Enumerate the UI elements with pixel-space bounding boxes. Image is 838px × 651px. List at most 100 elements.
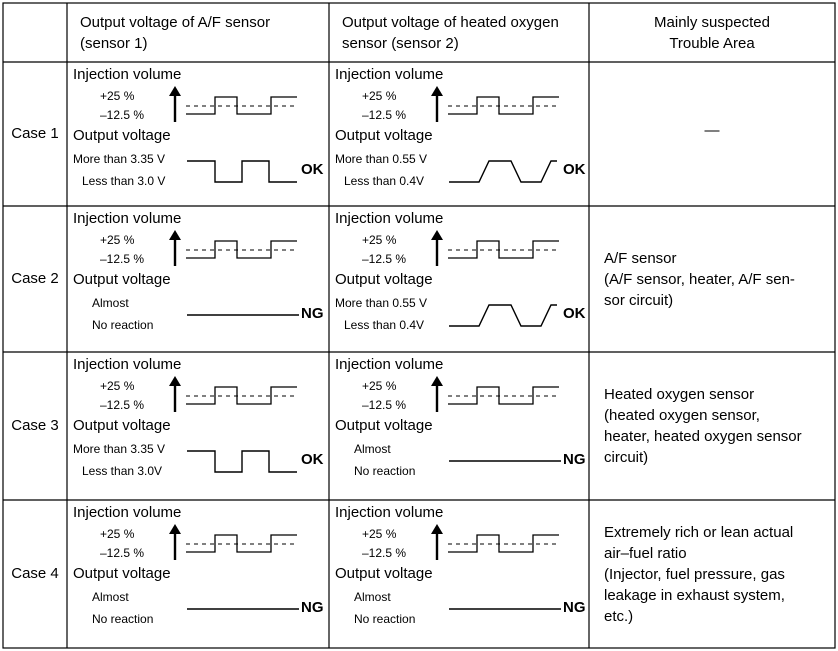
case1-o2-sensor-output-title: Output voltage — [335, 127, 433, 144]
header-area-line1: Mainly suspected — [654, 14, 770, 31]
case-label: Case 4 — [11, 565, 59, 582]
trouble-area-line: Heated oxygen sensor — [604, 386, 755, 403]
case2-af-sensor-high-label: Almost — [92, 296, 129, 310]
header-sensor2-line1: Output voltage of heated oxygen — [342, 14, 559, 31]
case3-af-sensor-high-label: More than 3.35 V — [73, 442, 166, 456]
case3-af-sensor-low-label: Less than 3.0V — [82, 464, 163, 478]
trouble-area-line: (Injector, fuel pressure, gas — [604, 565, 785, 583]
case1-o2-sensor-output-waveform — [449, 160, 557, 183]
case4-af-sensor-result: NG — [301, 599, 324, 616]
arrow-up-icon — [169, 524, 181, 534]
trouble-area-line: (A/F sensor, heater, A/F sen- — [604, 270, 795, 288]
arrow-up-icon — [169, 230, 181, 240]
case3-o2-sensor-output-waveform — [449, 460, 561, 462]
case4-o2-sensor-injection-title: Injection volume — [335, 504, 444, 521]
case1-o2-sensor-plus-label: +25 % — [362, 89, 397, 103]
case3-o2-sensor-minus-label: –12.5 % — [362, 398, 407, 412]
case1-af-sensor-output-title: Output voltage — [73, 127, 171, 144]
case3-o2-sensor-high-label: Almost — [354, 442, 391, 456]
arrow-up-icon — [169, 86, 181, 96]
case1-af-sensor-plus-label: +25 % — [100, 89, 135, 103]
case3-o2-sensor-output-title: Output voltage — [335, 417, 433, 434]
case3-o2-sensor-injection-title: Injection volume — [335, 356, 444, 373]
arrow-up-icon — [431, 86, 443, 96]
case4-af-sensor-injection-title: Injection volume — [73, 504, 182, 521]
case2-af-sensor-plus-label: +25 % — [100, 233, 135, 247]
trouble-area-line: circuit) — [604, 449, 649, 466]
case2-af-sensor-injection-pulse — [186, 240, 297, 259]
case4-o2-sensor-high-label: Almost — [354, 590, 391, 604]
arrow-up-icon — [169, 376, 181, 386]
case4-af-sensor-low-label: No reaction — [92, 612, 154, 626]
case2-o2-sensor-injection-pulse — [448, 240, 559, 259]
arrow-up-icon — [431, 376, 443, 386]
trouble-area-line: — — [704, 122, 720, 139]
case4-o2-sensor-output-title: Output voltage — [335, 565, 433, 582]
case1-af-sensor-result: OK — [301, 161, 324, 178]
case3-o2-sensor-low-label: No reaction — [354, 464, 416, 478]
case1-o2-sensor-injection-waveform — [431, 86, 559, 122]
case2-o2-sensor-output-line — [449, 304, 557, 327]
case2-af-sensor-minus-label: –12.5 % — [100, 252, 145, 266]
case3-af-sensor-minus-label: –12.5 % — [100, 398, 145, 412]
case4-af-sensor-minus-label: –12.5 % — [100, 546, 145, 560]
arrow-up-icon — [431, 524, 443, 534]
trouble-area-line: (heated oxygen sensor, — [604, 407, 760, 424]
case4-af-sensor-plus-label: +25 % — [100, 527, 135, 541]
case4-af-sensor-high-label: Almost — [92, 590, 129, 604]
header-sensor1-line2: (sensor 1) — [80, 35, 148, 52]
case1-af-sensor-high-label: More than 3.35 V — [73, 152, 166, 166]
case1-o2-sensor-result: OK — [563, 161, 586, 178]
case2-o2-sensor-injection-title: Injection volume — [335, 210, 444, 227]
trouble-area-line: heater, heated oxygen sensor — [604, 428, 802, 445]
case2-af-sensor-result: NG — [301, 305, 324, 322]
header-sensor1-line1: Output voltage of A/F sensor — [80, 14, 271, 31]
case4-o2-sensor-injection-waveform — [431, 524, 559, 560]
case2-af-sensor-output-waveform — [187, 314, 299, 316]
case3-af-sensor-injection-title: Injection volume — [73, 356, 182, 373]
trouble-area-line: air–fuel ratio — [604, 544, 687, 562]
case2-af-sensor-injection-title: Injection volume — [73, 210, 182, 227]
case1-o2-sensor-injection-pulse — [448, 96, 559, 115]
case4-o2-sensor-plus-label: +25 % — [362, 527, 397, 541]
case2-o2-sensor-result: OK — [563, 305, 586, 322]
case2-o2-sensor-output-waveform — [449, 304, 557, 327]
case1-af-sensor-injection-waveform — [169, 86, 297, 122]
header-area-line2: Trouble Area — [669, 35, 755, 52]
trouble-area-line: A/F sensor — [604, 249, 677, 267]
case4-o2-sensor-injection-pulse — [448, 534, 559, 553]
case3-af-sensor-result: OK — [301, 451, 324, 468]
case1-af-sensor-low-label: Less than 3.0 V — [82, 174, 166, 188]
case3-o2-sensor-injection-pulse — [448, 386, 559, 405]
case1-o2-sensor-minus-label: –12.5 % — [362, 108, 407, 122]
case-label: Case 2 — [11, 270, 59, 287]
case3-af-sensor-injection-pulse — [186, 386, 297, 405]
case4-o2-sensor-low-label: No reaction — [354, 612, 416, 626]
trouble-area-line: sor circuit) — [604, 291, 674, 309]
case3-af-sensor-plus-label: +25 % — [100, 379, 135, 393]
case4-af-sensor-injection-pulse — [186, 534, 297, 553]
header-sensor2-line2: sensor (sensor 2) — [342, 35, 459, 52]
case1-o2-sensor-low-label: Less than 0.4V — [344, 174, 425, 188]
case2-af-sensor-injection-waveform — [169, 230, 297, 266]
arrow-up-icon — [431, 230, 443, 240]
case4-o2-sensor-minus-label: –12.5 % — [362, 546, 407, 560]
case2-af-sensor-low-label: No reaction — [92, 318, 154, 332]
case1-af-sensor-minus-label: –12.5 % — [100, 108, 145, 122]
case1-af-sensor-output-line — [187, 160, 297, 183]
case-label: Case 1 — [11, 125, 59, 142]
case2-af-sensor-output-title: Output voltage — [73, 271, 171, 288]
case4-af-sensor-output-waveform — [187, 608, 299, 610]
case4-o2-sensor-result: NG — [563, 599, 586, 616]
case2-o2-sensor-low-label: Less than 0.4V — [344, 318, 425, 332]
case1-af-sensor-injection-title: Injection volume — [73, 66, 182, 83]
case4-af-sensor-output-title: Output voltage — [73, 565, 171, 582]
case2-o2-sensor-minus-label: –12.5 % — [362, 252, 407, 266]
case2-o2-sensor-high-label: More than 0.55 V — [335, 296, 428, 310]
case3-o2-sensor-injection-waveform — [431, 376, 559, 412]
case3-o2-sensor-plus-label: +25 % — [362, 379, 397, 393]
case1-af-sensor-injection-pulse — [186, 96, 297, 115]
case4-o2-sensor-output-waveform — [449, 608, 561, 610]
trouble-area-line: Extremely rich or lean actual — [604, 523, 794, 541]
